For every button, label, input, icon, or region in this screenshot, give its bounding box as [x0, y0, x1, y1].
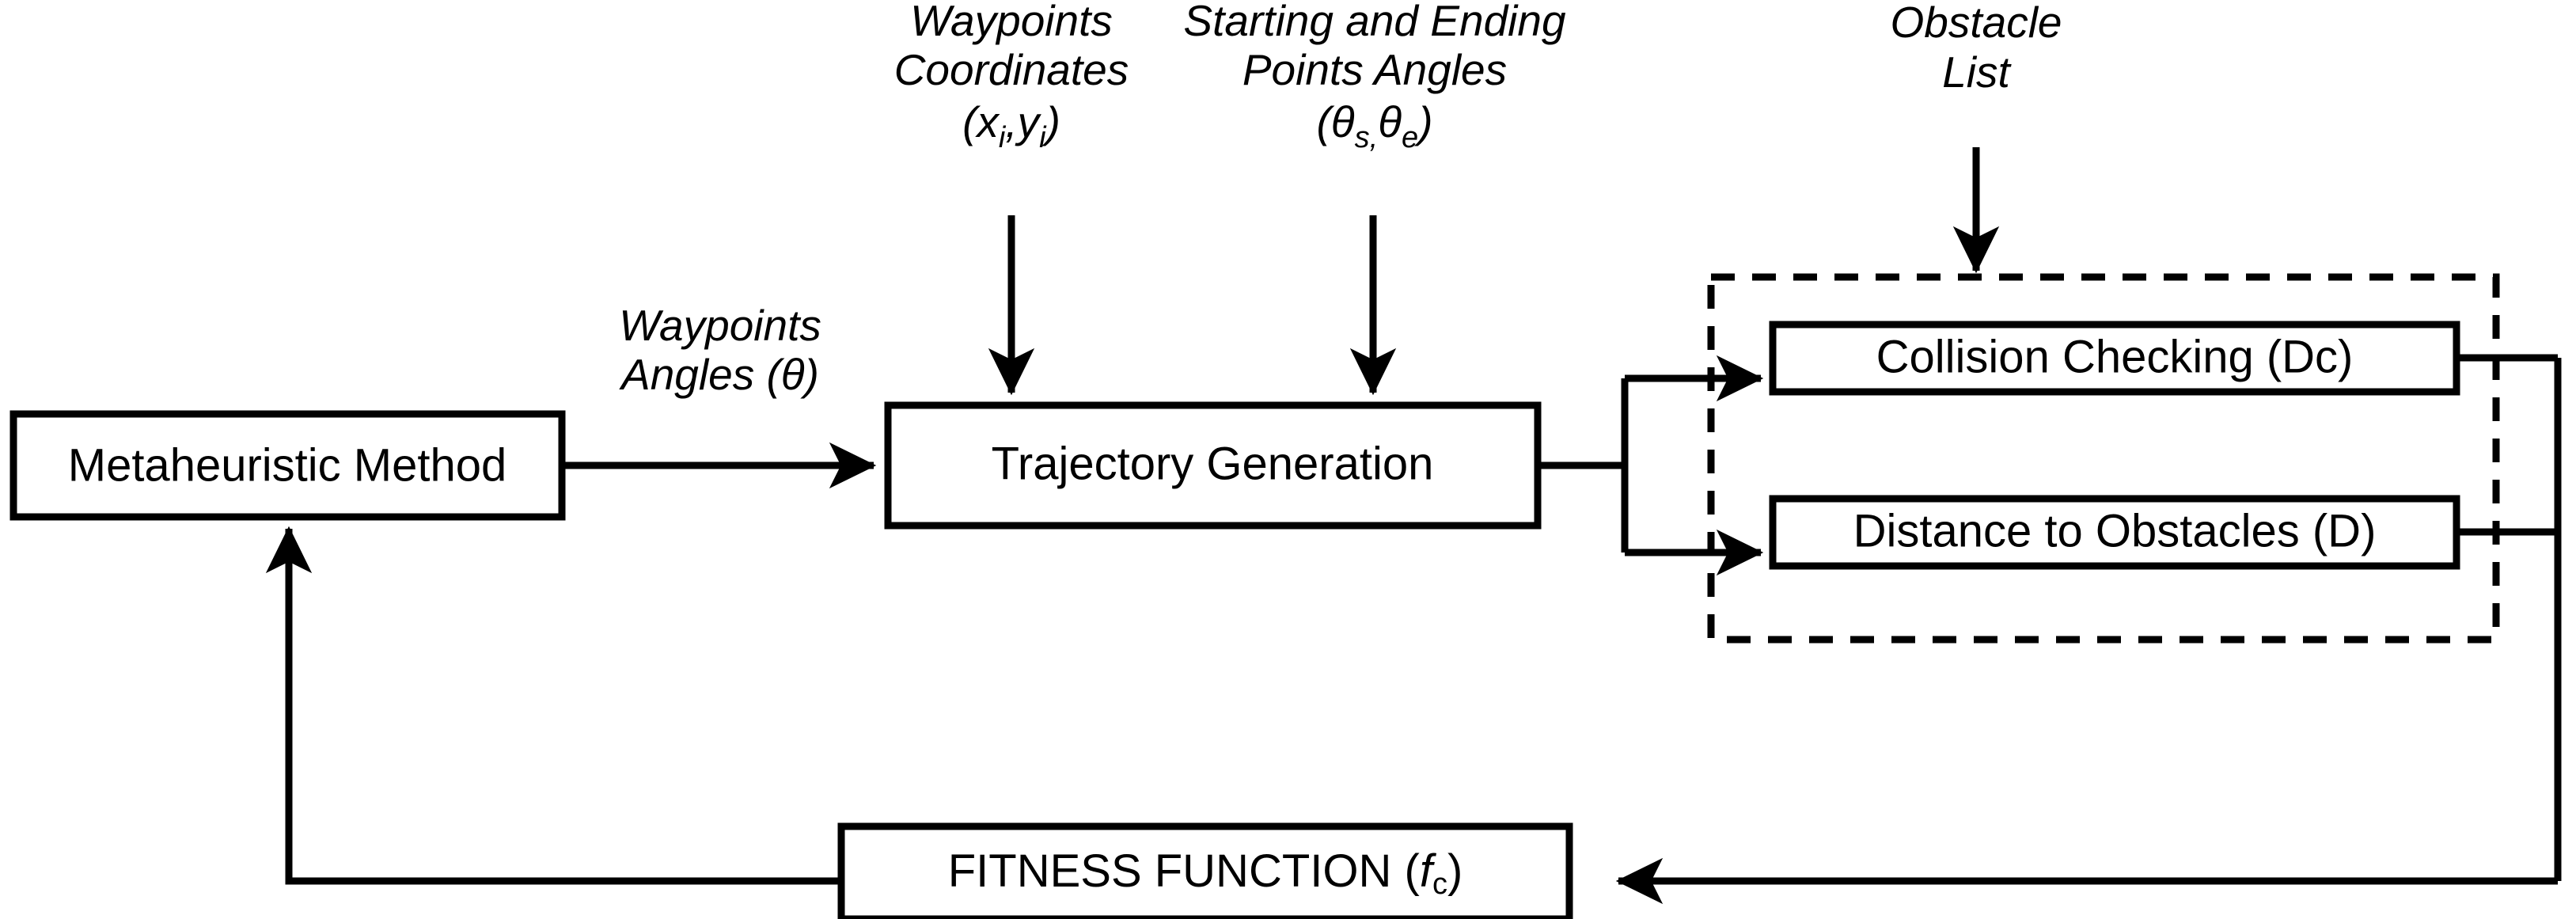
se-angles-theta1: θ	[1331, 97, 1355, 146]
label-start-end-angles-line1: Starting and Ending	[1183, 0, 1566, 45]
se-angles-theta2: θ	[1378, 97, 1402, 146]
wp-coord-sub2: i	[1039, 121, 1047, 154]
label-waypoints-angles-line1: Waypoints	[619, 301, 821, 350]
wp-coord-sub1: i	[999, 121, 1007, 154]
label-start-end-angles-line3: (θs,θe)	[1316, 97, 1432, 154]
se-angles-open: (	[1316, 97, 1334, 146]
node-trajectory-generation[interactable]	[884, 401, 1542, 530]
node-fitness-function-label: FITNESS FUNCTION (fc)	[948, 845, 1463, 901]
node-fitness-function[interactable]	[837, 822, 1573, 919]
node-trajectory-generation-label: Trajectory Generation	[992, 438, 1434, 489]
label-waypoints-angles-line2: Angles (θ)	[619, 350, 819, 399]
se-angles-sub2: e	[1402, 121, 1418, 154]
wp-coord-mid: ,y	[1005, 97, 1041, 146]
wp-coord-open: (x	[962, 97, 1000, 146]
fitness-label-head: FITNESS FUNCTION (	[948, 845, 1420, 897]
node-collision-checking[interactable]	[1769, 321, 2460, 396]
node-distance-to-obstacles-label: Distance to Obstacles (D)	[1853, 505, 2377, 556]
obstacle-evaluation-group	[1707, 273, 2500, 644]
label-obstacle-list-line2: List	[1942, 47, 2012, 97]
fitness-label-sub: c	[1432, 868, 1447, 901]
se-angles-sub1: s,	[1355, 121, 1379, 154]
node-metaheuristic-method-label: Metaheuristic Method	[68, 439, 506, 491]
label-waypoints-coordinates-line2: Coordinates	[894, 45, 1129, 94]
label-waypoints-coordinates-line3: (xi,yi)	[962, 97, 1060, 154]
connector-fitness-to-metaheuristic	[265, 526, 841, 885]
label-waypoints-coordinates-line1: Waypoints	[910, 0, 1113, 45]
label-start-end-angles-line2: Points Angles	[1242, 45, 1507, 94]
node-metaheuristic-method[interactable]	[9, 410, 566, 521]
node-distance-to-obstacles[interactable]	[1769, 495, 2460, 570]
label-obstacle-list-line1: Obstacle	[1890, 0, 2062, 47]
node-collision-checking-label: Collision Checking (Dc)	[1876, 331, 2354, 382]
fitness-label-tail: )	[1447, 845, 1463, 897]
